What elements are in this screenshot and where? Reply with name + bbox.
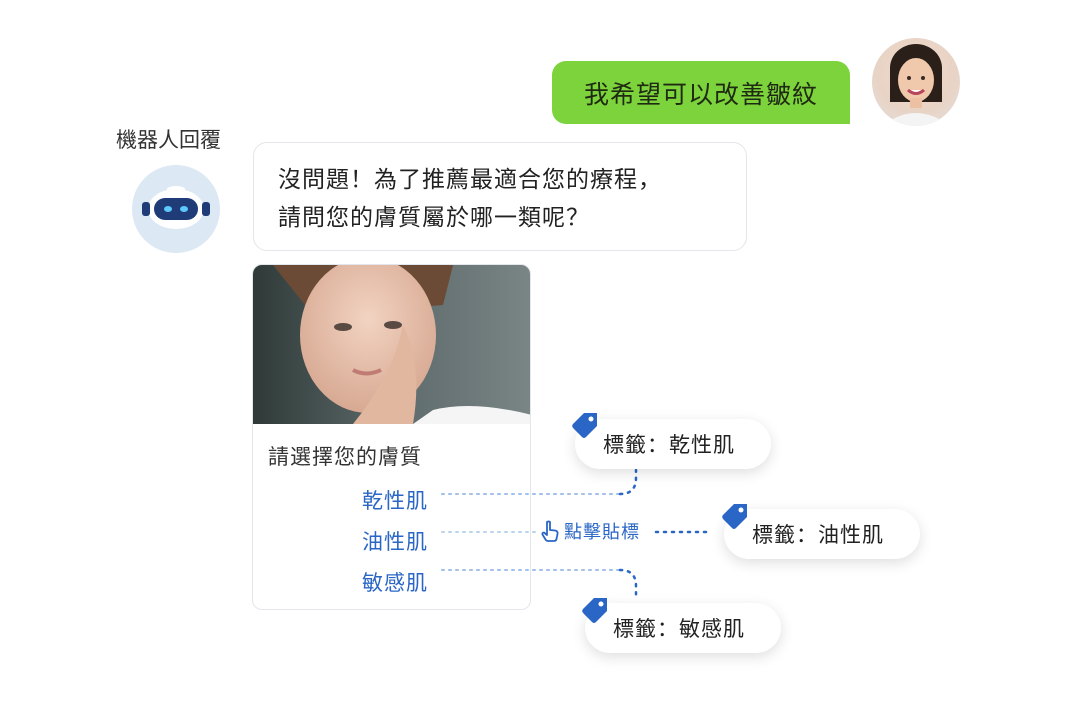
- option-oily-skin[interactable]: 油性肌: [362, 530, 428, 554]
- option-dry-skin[interactable]: 乾性肌: [362, 489, 428, 513]
- bot-message-bubble: 沒問題！為了推薦最適合您的療程， 請問您的膚質屬於哪一類呢？: [253, 142, 747, 251]
- user-message-text: 我希望可以改善皺紋: [583, 79, 818, 109]
- tag-icon: [572, 413, 597, 438]
- skin-type-card: 請選擇您的膚質 乾性肌 油性肌 敏感肌: [252, 264, 531, 610]
- tag-oily-skin[interactable]: 標籤：油性肌: [724, 509, 920, 559]
- card-photo: [253, 265, 530, 424]
- hand-pointer-icon: [541, 520, 559, 542]
- option-sensitive-skin[interactable]: 敏感肌: [362, 571, 428, 595]
- card-title: 請選擇您的膚質: [268, 445, 422, 469]
- tag-sensitive-skin-text: 標籤：敏感肌: [613, 617, 745, 641]
- tag-oily-skin-text: 標籤：油性肌: [752, 523, 884, 547]
- tag-dry-skin[interactable]: 標籤：乾性肌: [575, 419, 771, 469]
- bot-name-label: 機器人回覆: [116, 128, 221, 152]
- click-to-tag-label: 點擊貼標: [540, 518, 640, 544]
- click-to-tag-text: 點擊貼標: [564, 522, 640, 543]
- tag-icon: [582, 598, 607, 623]
- user-message-bubble: 我希望可以改善皺紋: [552, 61, 850, 124]
- tag-sensitive-skin[interactable]: 標籤：敏感肌: [585, 603, 781, 653]
- bot-avatar: [132, 165, 220, 253]
- tag-dry-skin-text: 標籤：乾性肌: [603, 433, 735, 457]
- bot-message-line: 請問您的膚質屬於哪一類呢？: [278, 205, 590, 231]
- robot-icon: [142, 186, 210, 229]
- tag-icon: [722, 504, 747, 529]
- bot-message-line: 沒問題！為了推薦最適合您的療程，: [278, 167, 662, 193]
